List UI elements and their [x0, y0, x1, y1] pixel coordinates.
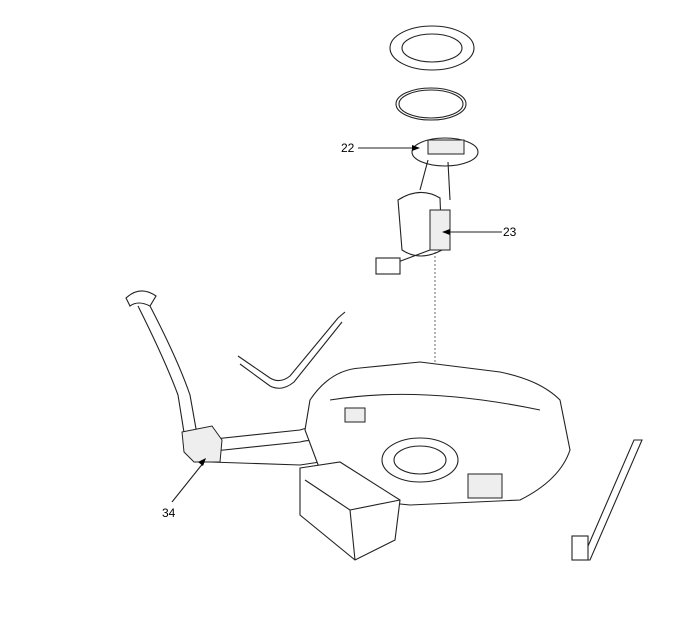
tank-strap-right: [571, 439, 643, 561]
o-ring: [395, 87, 467, 121]
fuel-pump-module: [375, 137, 479, 440]
callout-leaders: [171, 145, 502, 503]
canister-bracket: [181, 425, 223, 463]
filler-neck: [125, 290, 323, 466]
callout-23: 23: [503, 225, 517, 239]
charcoal-canister: [299, 461, 401, 561]
fuel-tank: [304, 361, 571, 506]
tank-strap-left: [237, 311, 346, 389]
callout-34: 34: [162, 506, 176, 520]
seal-plate: [389, 25, 475, 71]
callout-22: 22: [341, 141, 355, 155]
